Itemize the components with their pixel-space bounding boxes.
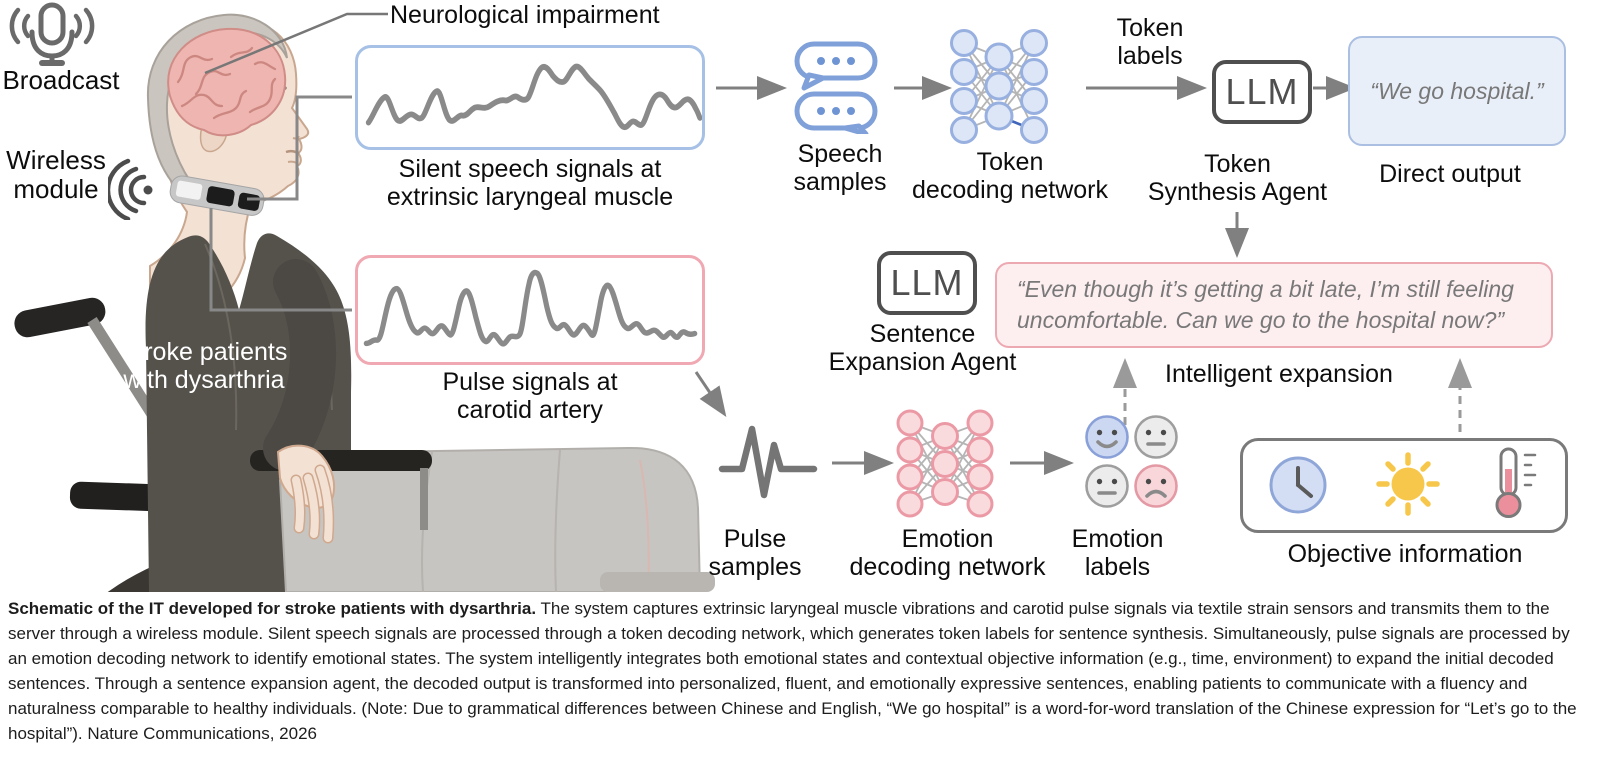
intelligent-expansion-label: Intelligent expansion [1165,360,1393,388]
thermometer-icon [1495,447,1537,518]
figure-caption: Schematic of the IT developed for stroke… [8,596,1592,746]
wireless-module-label: Wireless module [6,145,106,205]
token-labels-text: Token labels [1116,14,1184,71]
emotion-faces-icon [1085,415,1178,508]
patient-illustration [14,13,715,592]
silent-speech-box [355,45,705,150]
neurological-impairment-label: Neurological impairment [390,1,660,29]
speech-samples-label: Speech samples [793,140,887,197]
clock-icon [1269,456,1327,514]
pulse-samples-icon [718,425,818,499]
expanded-sentence-line1: “Even though it’s getting a bit late, I’… [1017,276,1514,302]
emotion-decoding-network-icon [896,409,994,518]
emotion-network-label: Emotion decoding network [849,525,1046,582]
emotion-labels-label: Emotion labels [1071,525,1164,582]
silent-speech-waveform [365,63,702,131]
expanded-sentence-box: “Even though it’s getting a bit late, I’… [995,262,1553,348]
expanded-sentence-line2: uncomfortable. Can we go to the hospital… [1017,307,1505,333]
pulse-signal-box [355,255,705,365]
token-network-label: Token decoding network [912,148,1108,205]
stroke-patients-label: Stroke patients with dysarthria [120,338,288,395]
broadcast-label: Broadcast [2,65,120,95]
token-synthesis-label: Token Synthesis Agent [1147,150,1328,207]
caption-body: The system captures extrinsic laryngeal … [8,599,1577,743]
pulse-signal-label: Pulse signals at carotid artery [442,368,618,425]
objective-icons [1269,447,1537,518]
silent-speech-label: Silent speech signals at extrinsic laryn… [386,155,674,212]
llm-label: LLM [1225,71,1299,112]
caption-bold-title: Schematic of the IT developed for stroke… [8,599,537,618]
broadcast-icon [9,2,95,66]
direct-output-label: Direct output [1379,160,1521,188]
objective-info-label: Objective information [1287,540,1523,568]
direct-output-box: “We go hospital.” [1348,36,1566,146]
caption-source: Nature Communications, 2026 [87,724,317,743]
llm-label: LLM [890,262,964,303]
collar-device-icon [169,175,265,216]
token-decoding-network-icon [950,29,1048,144]
llm-box-sentence-expansion: LLM [877,251,977,315]
llm-box-token-synthesis: LLM [1212,60,1312,124]
objective-info-box [1240,438,1568,533]
direct-output-text: “We go hospital.” [1370,77,1544,104]
wifi-icon [108,158,153,220]
sentence-expansion-label: Sentence Expansion Agent [828,320,1017,377]
sun-icon [1376,452,1440,516]
chat-bubbles-icon [794,41,878,134]
pulse-waveform [363,269,698,347]
pulse-samples-label: Pulse samples [708,525,802,582]
